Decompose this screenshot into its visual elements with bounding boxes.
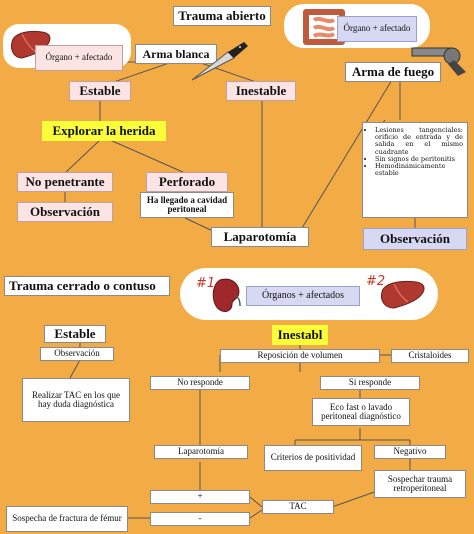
trauma-abierto-title: Trauma abierto [173,6,271,26]
number-1-label: #1 [196,276,216,291]
observacion-bottom: Observación [40,347,114,361]
perforado-desc: Ha llegado a cavidad peritoneal [140,192,234,218]
observacion-right: Observación [363,228,467,250]
no-penetrante: No penetrante [17,172,113,192]
organ-afectado-right: Órgano + afectado [337,16,417,42]
arma-blanca-box: Arma blanca [135,44,217,64]
estable-top: Estable [69,81,131,101]
tac-box: TAC [262,500,334,514]
minus-box: - [150,512,250,526]
laparotomia-top: Laparotomía [211,227,309,247]
plus-box: + [150,490,250,504]
arma-de-fuego-box: Arma de fuego [345,62,441,82]
inestable-bottom: Inestabl [272,325,328,345]
organ-afectado-left: Órgano + afectado [35,45,123,71]
criterios-observacion-list: Lesiones tangenciales: orificio de entra… [362,122,468,218]
gun-icon [411,47,466,76]
observacion-left: Observación [17,202,113,222]
negativo: Negativo [374,445,446,459]
trauma-cerrado-title: Trauma cerrado o contuso [4,276,170,296]
explorar-herida: Explorar la herida [42,121,166,141]
perforado: Perforado [146,172,228,192]
sospechar-retroperitoneal: Sospechar trauma retroperitoneal [374,470,466,498]
knife-icon [191,42,248,81]
bullet-1: Lesiones tangenciales: orificio de entra… [375,126,463,156]
number-2-label: #2 [366,274,386,289]
criterios-positividad: Criterios de positividad [264,445,362,471]
tac-desc: Realizar TAC en los que hay duda diagnós… [22,378,130,422]
liver-icon [11,30,51,59]
cristaloides: Cristaloides [391,349,469,363]
intestine-icon [303,9,345,45]
reposicion-volumen: Reposición de volumen [220,349,380,363]
laparotomia-bottom: Laparotomía [154,445,248,459]
si-responde: Si responde [320,376,420,390]
liver-cloud-left: Órgano + afectado [3,18,133,71]
inestable-top: Inestable [226,81,296,101]
estable-bottom: Estable [44,325,106,343]
kidney-icon [212,278,241,313]
no-responde: No responde [150,376,250,390]
bullet-2: Sin signos de peritonitis [375,155,463,163]
sospecha-femur: Sospecha de fractura de fémur [6,506,128,532]
liver-icon [381,280,425,309]
intestine-cloud-right: Órgano + afectado [282,2,432,50]
eco-fast: Eco fast o lavado peritoneal diagnóstico [312,398,410,426]
organos-afectados: Órganos + afectados [246,286,360,306]
bullet-3: Hemodinámicamente estable [375,162,463,177]
